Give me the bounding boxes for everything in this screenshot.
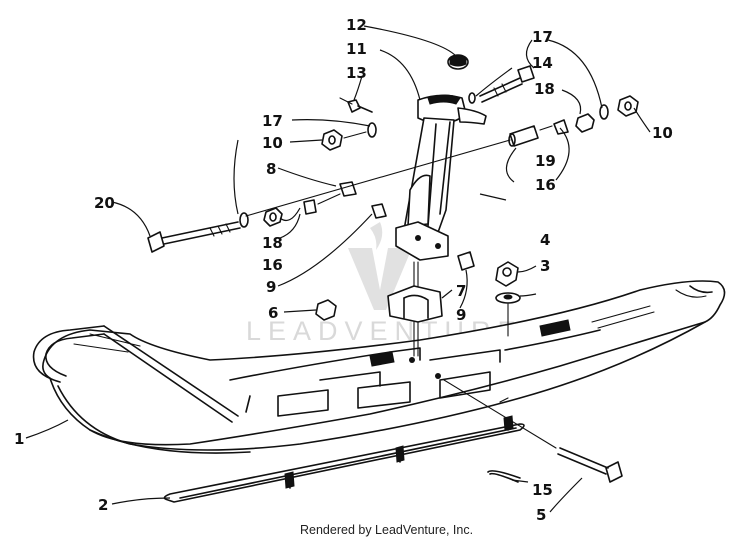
callout-19: 19: [535, 152, 556, 170]
callout-7: 7: [456, 282, 466, 300]
callout-labels: 1 2 3 4 5 6 7 8 9 9 10 10 11 12 13 14 15…: [14, 16, 673, 524]
spacer-9-lower: [457, 251, 475, 271]
nut-18-lower: [263, 207, 283, 227]
leader-lines: [25, 25, 651, 513]
callout-20: 20: [94, 194, 115, 212]
callout-15: 15: [532, 481, 553, 499]
callout-6: 6: [268, 304, 278, 322]
bolt-20: [147, 221, 241, 253]
callout-10-left: 10: [262, 134, 283, 152]
callout-10-right: 10: [652, 124, 673, 142]
nut-10-right: [617, 95, 639, 117]
nut-4: [495, 261, 519, 287]
sleeve-19: [508, 125, 539, 147]
callout-9-left: 9: [266, 278, 276, 296]
ski-body: [42, 280, 726, 454]
callout-8: 8: [266, 160, 276, 178]
callout-11: 11: [346, 40, 367, 58]
nut-10-left: [321, 129, 343, 151]
callout-2: 2: [98, 496, 108, 514]
bushing-16-lower: [303, 199, 317, 215]
callout-5: 5: [536, 506, 546, 524]
watermark-logo: [348, 222, 412, 310]
bolt-5: [443, 379, 623, 483]
callout-4: 4: [540, 231, 550, 249]
nut-6: [315, 299, 337, 321]
callout-16-left: 16: [262, 256, 283, 274]
callout-12: 12: [346, 16, 367, 34]
bolt-14: [468, 65, 535, 104]
callout-17-right: 17: [532, 28, 553, 46]
callout-9-right: 9: [456, 306, 466, 324]
callout-17-left: 17: [262, 112, 283, 130]
grease-fitting-13: [339, 97, 373, 113]
washer-3: [495, 292, 521, 304]
callout-13: 13: [346, 64, 367, 82]
bushing-16-upper: [553, 119, 569, 135]
ski-handle-loop: [32, 325, 239, 423]
callout-14: 14: [532, 54, 553, 72]
footer-credit: Rendered by LeadVenture, Inc.: [300, 523, 473, 537]
cap-12: [447, 54, 469, 70]
washer-17-upper-left: [367, 122, 377, 138]
washer-17-upper-right: [599, 104, 609, 120]
callout-18-left: 18: [262, 234, 283, 252]
washer-17-lower: [239, 212, 249, 228]
callout-18-right: 18: [534, 80, 555, 98]
nut-18-upper: [575, 113, 595, 133]
callout-1: 1: [14, 430, 24, 448]
callout-16-right: 16: [535, 176, 556, 194]
ski-saddle: [387, 285, 443, 323]
axle-centerline: [245, 139, 511, 217]
callout-3: 3: [540, 257, 550, 275]
spindle: [395, 94, 487, 357]
